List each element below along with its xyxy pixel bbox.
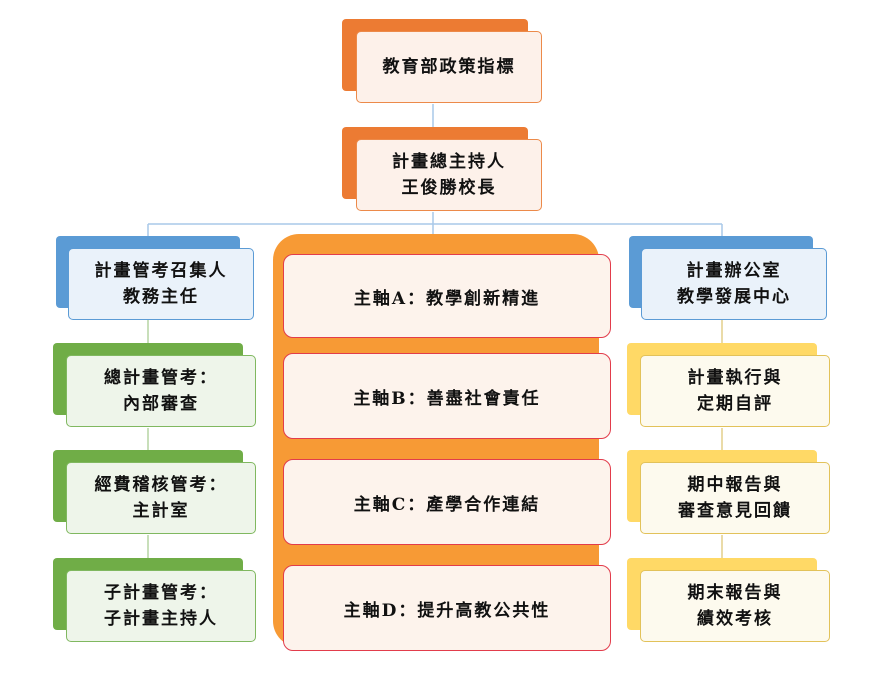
left-item-3-line2: 子計畫主持人 xyxy=(104,609,218,629)
leader-name: 王俊勝校長 xyxy=(401,178,497,198)
axis-a: 主軸A：教學創新精進 xyxy=(283,254,611,338)
right-item-3-line2: 績效考核 xyxy=(697,609,773,629)
right-header-sub: 教學發展中心 xyxy=(677,287,791,307)
left-item-1-line2: 內部審查 xyxy=(123,394,199,414)
right-item-3-line1: 期末報告與 xyxy=(687,583,783,603)
left-item-1-line1: 總計畫管考： xyxy=(104,368,218,388)
left-item-2-line1: 經費稽核管考： xyxy=(94,475,228,495)
axis-b-label: 主軸B：善盡社會責任 xyxy=(353,388,541,409)
axis-d: 主軸D：提升高教公共性 xyxy=(283,565,611,651)
axis-a-label: 主軸A：教學創新精進 xyxy=(353,288,541,309)
axis-c: 主軸C：產學合作連結 xyxy=(283,459,611,545)
left-item-3-line1: 子計畫管考： xyxy=(104,583,218,603)
right-item-1-line1: 計畫執行與 xyxy=(687,368,783,388)
right-item-2-line2: 審查意見回饋 xyxy=(678,501,792,521)
axis-d-label: 主軸D：提升高教公共性 xyxy=(343,600,551,621)
left-header-title: 計畫管考召集人 xyxy=(94,261,228,281)
axis-b: 主軸B：善盡社會責任 xyxy=(283,353,611,439)
left-item-2-line2: 主計室 xyxy=(132,501,190,521)
axis-c-label: 主軸C：產學合作連結 xyxy=(353,494,541,515)
right-item-2-line1: 期中報告與 xyxy=(687,475,783,495)
right-header-title: 計畫辦公室 xyxy=(686,261,782,281)
right-item-1-line2: 定期自評 xyxy=(697,394,773,414)
leader-title: 計畫總主持人 xyxy=(392,152,506,172)
policy-label: 教育部政策指標 xyxy=(382,57,516,77)
left-header-sub: 教務主任 xyxy=(123,287,199,307)
